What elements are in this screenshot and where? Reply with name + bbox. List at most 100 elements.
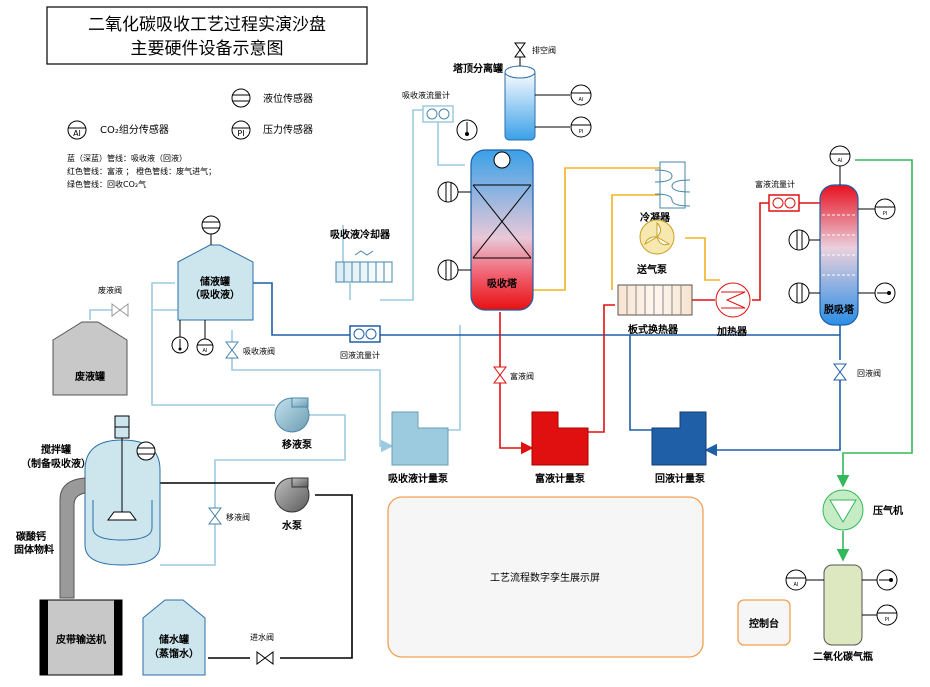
rich-flowmeter-label: 富液流量计 [755,179,795,189]
co2-temp-icon [876,569,898,591]
plate-hx-label: 板式换热器 [628,323,679,336]
co2-ai-sensor: AI [785,569,807,591]
waste-valve[interactable] [111,303,129,317]
return-meter-pump: 回液计量泵 [651,411,707,485]
rich-valve[interactable] [493,366,507,384]
return-flowmeter-label: 回液流量计 [340,350,380,360]
title-line2: 主要硬件设备示意图 [131,39,284,59]
blower-label: 送气泵 [636,263,668,276]
digital-twin-display: 工艺流程数字孪生展示屏 [387,496,704,658]
water-tank-label-2: （蒸馏水） [149,647,199,660]
desorber-tower: 脱吸塔 AI PI [788,145,896,326]
mixer-tank: 搅拌罐 （制备吸收液） [21,415,161,566]
waste-valve-label: 废液阀 [98,285,122,295]
plate-heat-exchanger: 板式换热器 [617,284,693,336]
separator-ai-sensor: AI [570,84,592,106]
legend-note-2: 红色管线：富液 ； 橙色管线：废气进气； [67,166,216,176]
title-block: 二氧化碳吸收工艺过程实演沙盘 主要硬件设备示意图 [46,6,368,65]
absorb-flowmeter: 吸收液流量计 [402,90,454,123]
title-line1: 二氧化碳吸收工艺过程实演沙盘 [88,15,326,35]
absorber-label: 吸收塔 [487,277,518,290]
desorber-pi-tag: PI [883,211,888,217]
display-label: 工艺流程数字孪生展示屏 [490,571,600,584]
water-tank: 储水罐 （蒸馏水） [142,599,206,676]
desorber-temp-icon [874,282,896,304]
storage-level-sensor [201,215,221,235]
desorber-pi-sensor: PI [874,198,896,220]
waste-tank-label: 废液罐 [75,370,105,383]
separator-pi-tag: PI [579,129,584,135]
desorber-label: 脱吸塔 [824,303,855,316]
water-tank-label-1: 储水罐 [158,633,189,646]
legend-pressure: 压力传感器 [263,123,313,136]
top-separator-label: 塔顶分离罐 [453,62,503,75]
legend: 液位传感器 AI CO₂组分传感器 PI 压力传感器 蓝（深蓝）管线：吸收液（回… [67,88,313,189]
legend-note-3: 绿色管线：回收CO₂气 [67,179,146,189]
separator-pi-sensor: PI [570,116,592,138]
co2-pi-sensor: PI [876,604,898,626]
co2-pi-tag: PI [885,617,890,623]
co2-ai-tag: AI [794,582,799,588]
absorber-temp-icon [456,119,478,141]
inlet-valve-label: 进水阀 [250,632,274,642]
co2-sensor-tag: AI [73,129,81,138]
absorb-valve-label: 吸收液阀 [243,346,275,356]
pipes [89,109,913,659]
heater: 加热器 [715,282,751,338]
return-valve-label: 回液阀 [857,368,881,378]
desorber-level-sensor-upper [788,229,810,251]
absorber-level-sensor-lower [437,259,459,281]
rich-meter-pump-label: 富液计量泵 [535,472,586,485]
waste-tank: 废液罐 [52,321,128,396]
co2-tank-label: 二氧化碳气瓶 [813,650,873,663]
solid-feed-chute: 碳酸钙 固体物料 [14,477,86,599]
water-pump-label: 水泵 [281,519,303,532]
return-valve[interactable] [833,363,847,381]
legend-co2: CO₂组分传感器 [100,123,169,136]
console-label: 控制台 [749,617,779,630]
storage-tank: 储液罐 （吸收液） AI [171,215,254,356]
rich-meter-pump: 富液计量泵 [531,411,589,485]
pressure-sensor-tag: PI [237,129,244,138]
transfer-valve-label: 移液阀 [226,512,250,522]
vent-valve-icon [514,42,526,66]
storage-tank-label-2: （吸收液） [190,288,240,301]
mixer-label-1: 搅拌罐 [41,443,71,456]
absorb-meter-pump: 吸收液计量泵 [388,411,449,485]
absorber-tower: 吸收塔 [437,119,534,311]
absorbent-cooler: 吸收液冷却器 [330,228,393,283]
co2-sensor-icon: AI [67,120,87,140]
heater-label: 加热器 [716,325,748,338]
rich-valve-label: 富液阀 [510,371,534,381]
control-console[interactable]: 控制台 [737,599,791,646]
transfer-valve[interactable] [208,507,222,525]
absorb-valve[interactable] [225,341,239,359]
level-sensor-icon [231,88,251,108]
blower: 送气泵 [636,219,675,276]
separator-ai-tag: AI [579,97,584,103]
belt-conveyor: 皮带输送机 [39,599,123,676]
pressure-sensor-icon: PI [231,120,251,140]
storage-tank-label-1: 储液罐 [199,275,230,288]
solid-label-1: 碳酸钙 [16,530,46,543]
solid-label-2: 固体物料 [14,543,54,556]
water-pump: 水泵 [274,477,310,532]
transfer-pump: 移液泵 [274,397,313,451]
return-flowmeter: 回液流量计 [340,325,381,360]
storage-temp-icon [171,336,189,354]
absorb-flowmeter-label: 吸收液流量计 [402,90,450,100]
compressor-label: 压气机 [873,504,903,517]
absorber-level-sensor-upper [437,181,459,203]
compressor: 压气机 [822,489,903,531]
top-separator: 塔顶分离罐 排空阀 AI PI [453,42,592,141]
desorber-ai-tag: AI [838,158,843,164]
mixer-level-sensor [136,441,156,461]
conveyor-label: 皮带输送机 [55,633,106,646]
inlet-valve[interactable] [256,651,274,665]
vent-valve-label: 排空阀 [532,45,556,55]
transfer-pump-label: 移液泵 [282,438,313,451]
desorber-ai-sensor: AI [829,145,851,167]
mixer-label-2: （制备吸收液） [21,457,91,470]
absorbent-cooler-label: 吸收液冷却器 [330,228,391,241]
